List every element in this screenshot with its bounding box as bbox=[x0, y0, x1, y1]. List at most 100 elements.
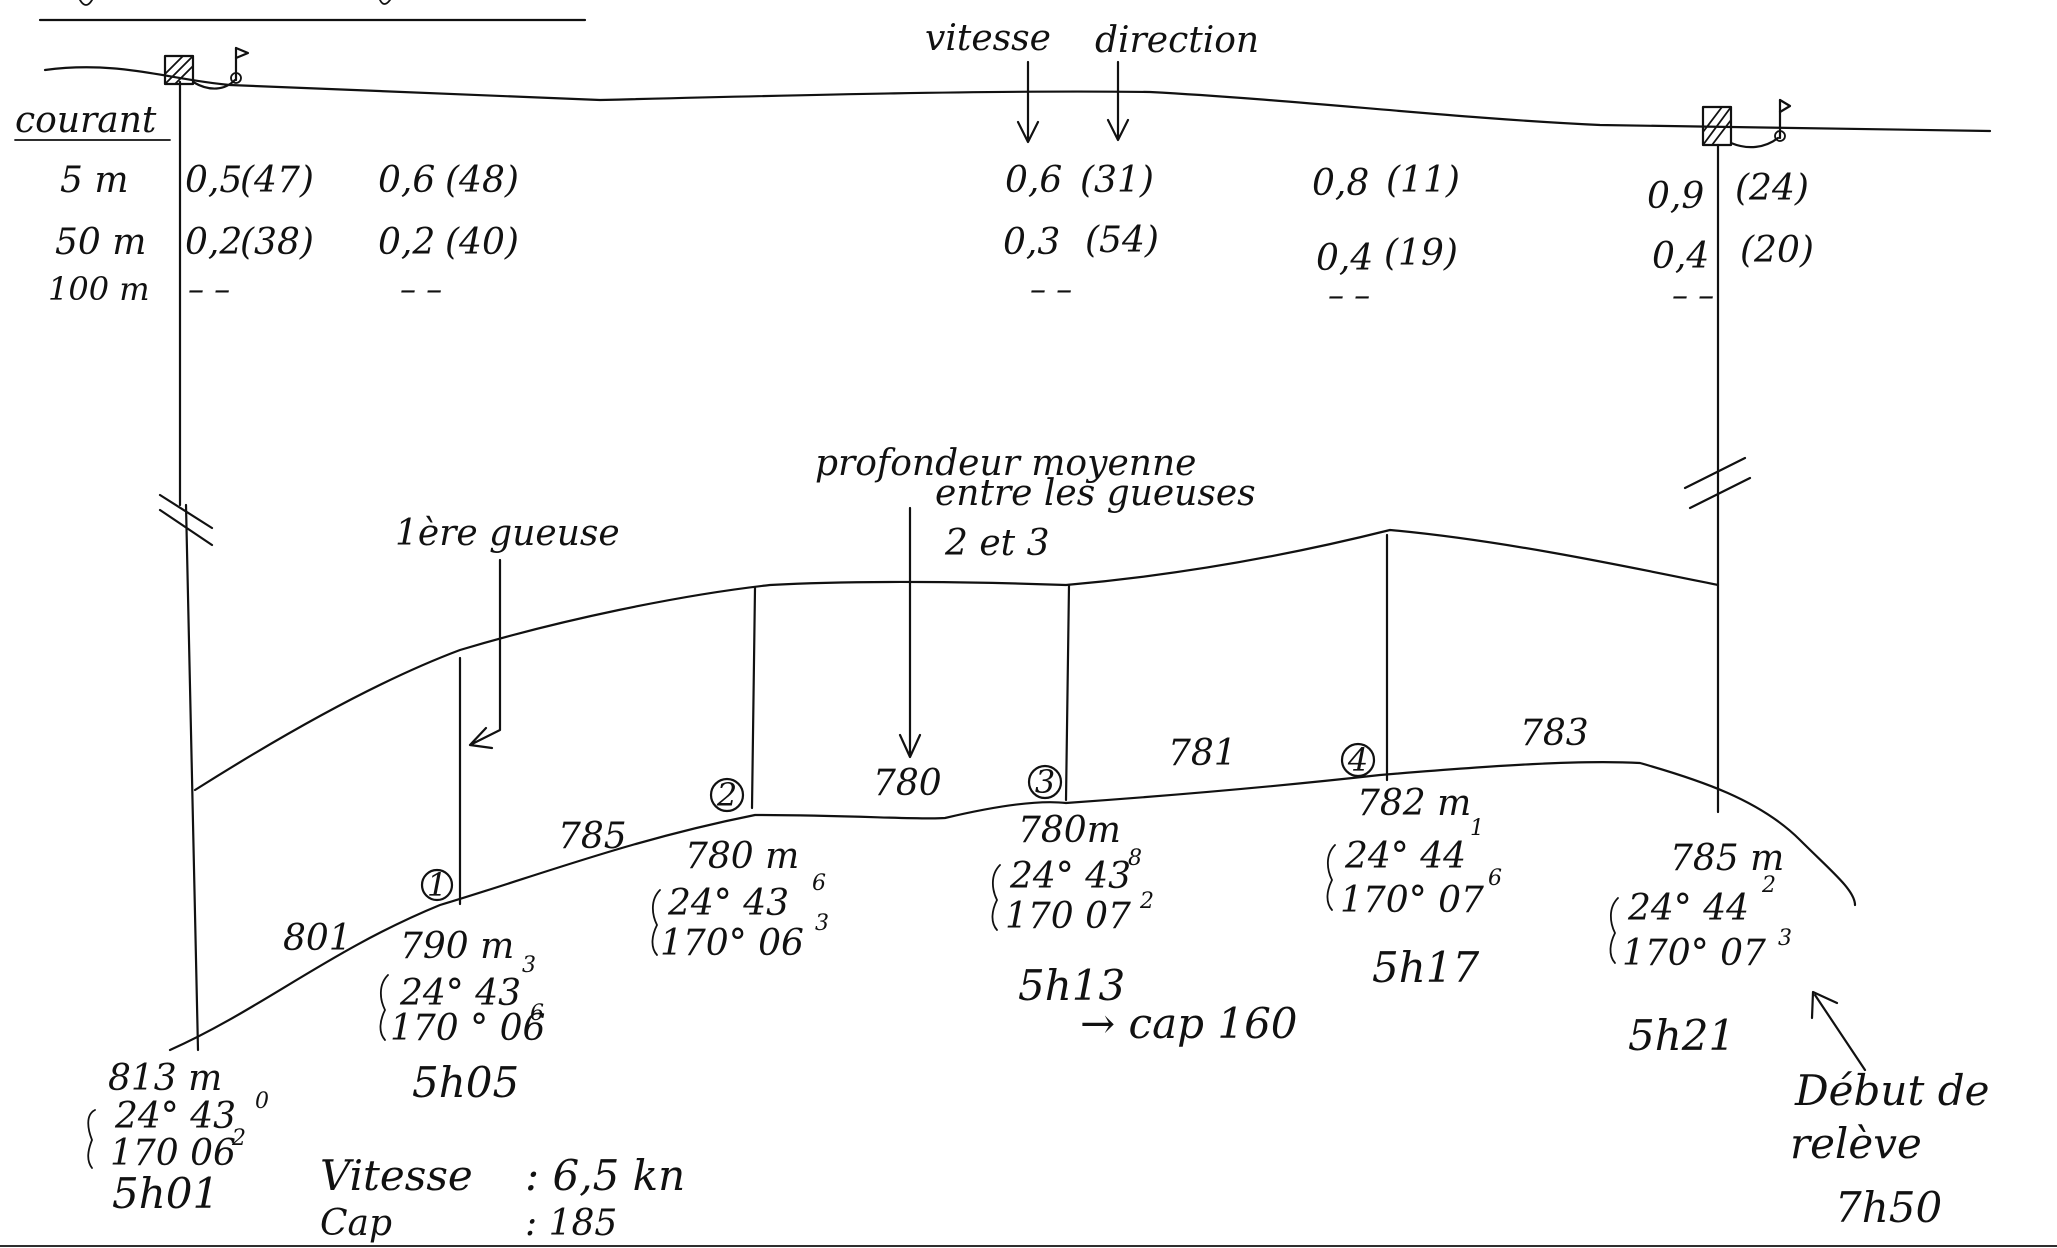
station-1: 790 m 24° 43 3 170 ° 06 6 5h05 bbox=[379, 926, 545, 1107]
station-time: 5h17 bbox=[1372, 943, 1479, 992]
station-lon-sup: 3 bbox=[1778, 926, 1792, 951]
svg-text:1: 1 bbox=[427, 866, 447, 904]
station-lat: 24° 43 bbox=[1009, 856, 1131, 897]
station-lat-sup: 8 bbox=[1128, 846, 1142, 871]
station-lat: 24° 43 bbox=[399, 973, 521, 1014]
station-lon: 170 07 bbox=[1005, 896, 1131, 937]
current-speed-50m: 0,3 bbox=[1003, 222, 1060, 263]
station-lon: 170 ° 06 bbox=[390, 1008, 545, 1049]
vitesse-label: vitesse bbox=[925, 18, 1051, 59]
weight-marker-1: 1 bbox=[420, 866, 454, 904]
station-lon-sup: 2 bbox=[231, 1126, 246, 1151]
segment-depth-785: 785 bbox=[558, 816, 627, 857]
station-lat-sup: 6 bbox=[812, 871, 826, 896]
first-weight-label: 1ère gueuse bbox=[395, 513, 620, 554]
weight-marker-4: 4 bbox=[1340, 741, 1376, 779]
station-lat-sup: 3 bbox=[522, 953, 536, 978]
station-time: 5h13 bbox=[1018, 961, 1125, 1010]
current-speed-50m: 0,2 bbox=[378, 222, 435, 263]
station-lat: 24° 44 bbox=[1344, 836, 1466, 877]
right-buoy-icon bbox=[1701, 98, 1792, 149]
station-end: 785 m 24° 44 2 170° 07 3 5h21 bbox=[1609, 838, 1792, 1060]
left-vertical-line bbox=[178, 80, 200, 1052]
station-lat: 24° 43 bbox=[667, 883, 789, 924]
left-break-mark bbox=[158, 493, 214, 547]
segment-depth-801: 801 bbox=[283, 918, 352, 959]
station-lon: 170° 06 bbox=[660, 923, 804, 964]
weight-marker-2: 2 bbox=[709, 776, 745, 814]
depth-label-50m: 50 m bbox=[55, 222, 146, 263]
current-dir-5m: (48) bbox=[445, 160, 519, 201]
current-dir-50m: (19) bbox=[1384, 233, 1458, 274]
current-dir-5m: (11) bbox=[1386, 160, 1460, 201]
current-speed-5m: 0,8 bbox=[1312, 163, 1369, 204]
station-depth: 813 m bbox=[108, 1058, 222, 1099]
cap-label: Cap bbox=[320, 1203, 392, 1244]
svg-text:3: 3 bbox=[1035, 763, 1055, 801]
station-4: 782 m 24° 44 1 170° 07 6 5h17 bbox=[1326, 783, 1502, 992]
station-lon-sup: 6 bbox=[1488, 866, 1502, 891]
current-100m: – – bbox=[1328, 276, 1370, 314]
segment-depth-781: 781 bbox=[1168, 733, 1237, 774]
drop-line-2 bbox=[750, 586, 757, 810]
start-recovery-line1: Début de bbox=[1794, 1066, 1989, 1115]
station-lat: 24° 44 bbox=[1627, 888, 1749, 929]
current-speed-50m: 0,2 bbox=[185, 222, 242, 263]
start-recovery-arrow bbox=[1810, 990, 1867, 1072]
segment-depth-780: 780 bbox=[873, 763, 942, 804]
station-lon-sup: 6 bbox=[530, 1001, 544, 1026]
station-time: 5h05 bbox=[412, 1058, 519, 1107]
seafloor-profile bbox=[168, 761, 1857, 1052]
current-speed-5m: 0,5 bbox=[185, 160, 242, 201]
station-depth: 780m bbox=[1018, 810, 1121, 851]
weight-marker-3: 3 bbox=[1027, 763, 1063, 801]
direction-arrow bbox=[1106, 60, 1130, 142]
current-dir-50m: (54) bbox=[1085, 220, 1159, 261]
courant-label: courant bbox=[15, 100, 157, 141]
current-speed-5m: 0,6 bbox=[1005, 160, 1062, 201]
current-speed-50m: 0,4 bbox=[1652, 236, 1709, 277]
station-time: 5h21 bbox=[1628, 1011, 1735, 1060]
current-column-4: 0,8 (11) 0,4 (19) – – bbox=[1312, 160, 1460, 314]
sea-surface-line bbox=[43, 66, 1992, 133]
mean-depth-arrow bbox=[898, 506, 922, 759]
current-speed-5m: 0,9 bbox=[1647, 176, 1704, 217]
depth-label-5m: 5 m bbox=[60, 160, 128, 201]
current-speed-5m: 0,6 bbox=[378, 160, 435, 201]
right-break-mark bbox=[1683, 456, 1752, 510]
station-time: 5h01 bbox=[112, 1169, 219, 1218]
current-column-1: 0,5 (47) 0,2 (38) – – bbox=[185, 160, 314, 308]
speed-label: Vitesse bbox=[320, 1151, 473, 1200]
mean-depth-line1: profondeur moyenne bbox=[815, 443, 1196, 484]
current-dir-5m: (47) bbox=[240, 160, 314, 201]
current-dir-5m: (31) bbox=[1080, 160, 1154, 201]
station-3: 780m 24° 43 8 170 07 2 5h13 bbox=[991, 810, 1154, 1010]
mean-depth-line2: entre les gueuses bbox=[935, 473, 1256, 514]
station-2: 780 m 24° 43 6 170° 06 3 bbox=[651, 836, 829, 964]
vitesse-arrow bbox=[1016, 60, 1040, 144]
current-100m: – – bbox=[188, 270, 230, 308]
mean-depth-line3: 2 et 3 bbox=[944, 523, 1049, 564]
current-dir-50m: (20) bbox=[1740, 230, 1814, 271]
station-lat: 24° 43 bbox=[114, 1096, 236, 1137]
current-dir-50m: (40) bbox=[445, 222, 519, 263]
station-lat-sup: 1 bbox=[1470, 816, 1484, 841]
svg-text:4: 4 bbox=[1347, 741, 1368, 779]
current-100m: – – bbox=[1672, 276, 1714, 314]
station-depth: 780 m bbox=[685, 836, 799, 877]
current-100m: – – bbox=[400, 270, 442, 308]
station-lon-sup: 2 bbox=[1139, 889, 1154, 914]
current-dir-5m: (24) bbox=[1735, 168, 1809, 209]
direction-label: direction bbox=[1095, 20, 1259, 61]
svg-text:2: 2 bbox=[716, 776, 737, 814]
station-lon: 170° 07 bbox=[1340, 880, 1484, 921]
station-lat-sup: 0 bbox=[255, 1089, 269, 1114]
station-start: 813 m 24° 43 0 170 06 2 5h01 bbox=[87, 1058, 269, 1218]
station-lat-sup: 2 bbox=[1761, 873, 1776, 898]
speed-value: : 6,5 kn bbox=[525, 1151, 685, 1200]
station-lon: 170 06 bbox=[110, 1133, 236, 1174]
station-depth: 782 m bbox=[1357, 783, 1471, 824]
drop-line-3 bbox=[1064, 583, 1071, 802]
current-column-3: 0,6 (31) 0,3 (54) – – bbox=[1003, 160, 1159, 308]
